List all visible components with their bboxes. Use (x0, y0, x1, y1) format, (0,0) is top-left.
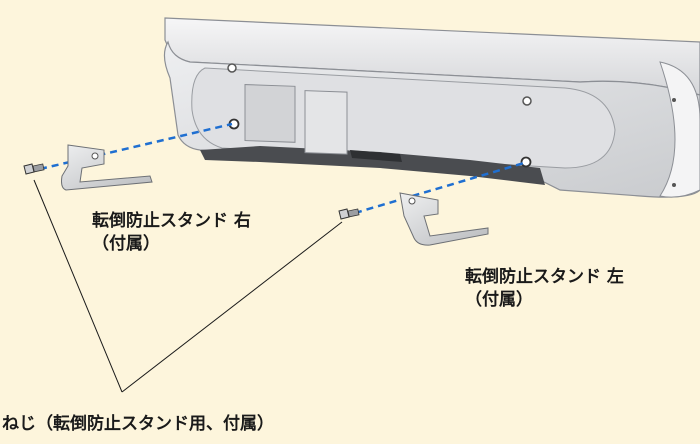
speaker-back-recess (191, 67, 616, 169)
speaker-screw-hole (227, 63, 237, 73)
guide-line-left (354, 161, 525, 215)
speaker-bottom-edge (200, 146, 545, 185)
stand-left-label-name: 転倒防止スタンド 左 (465, 267, 624, 287)
speaker-end-screw (672, 183, 676, 187)
speaker-label-plate (304, 90, 348, 155)
stand-bracket-left (399, 192, 489, 246)
screw-leader-lines (33, 179, 343, 393)
stand-left-label: 転倒防止スタンド 左 （付属） (465, 266, 624, 312)
speaker-bottom-notch (350, 150, 402, 162)
speaker-end-cap (659, 61, 700, 198)
speaker-terminal-box (244, 84, 296, 143)
stand-bracket-right (61, 144, 153, 191)
speaker-end-screw (672, 98, 676, 102)
stand-right-label: 転倒防止スタンド 右 （付属） (92, 210, 251, 256)
stand-right-label-name: 転倒防止スタンド 右 (92, 211, 251, 231)
alignment-guides (39, 122, 525, 215)
guide-line-right (39, 122, 233, 171)
screw-label-text: ねじ（転倒防止スタンド用、付属） (2, 414, 274, 434)
screw-label: ねじ（転倒防止スタンド用、付属） (2, 413, 274, 436)
screw-right (23, 163, 45, 175)
stand-mount-hole-left (520, 156, 532, 168)
speaker-screw-hole (522, 96, 532, 106)
stand-right-label-note: （付属） (92, 234, 160, 254)
speaker-body (163, 17, 700, 198)
screw-left (338, 208, 360, 220)
stand-left-label-note: （付属） (465, 290, 533, 310)
